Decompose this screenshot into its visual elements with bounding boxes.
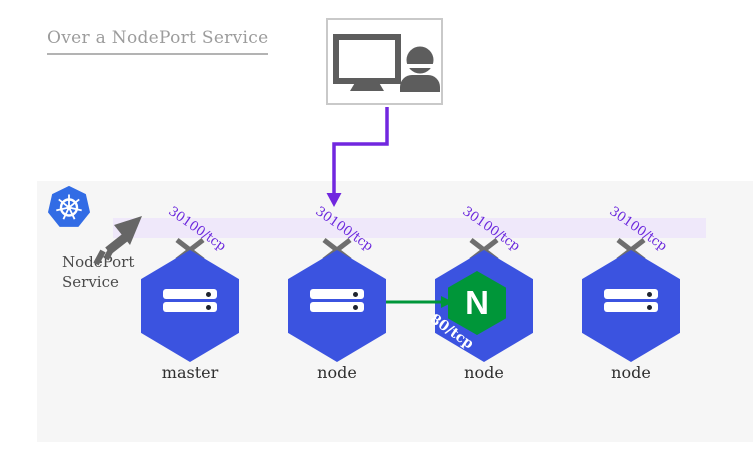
- node-name-node1: node: [317, 363, 357, 382]
- nodeport-service-label-line1: NodePort: [62, 253, 135, 271]
- node-name-node2: node: [464, 363, 504, 382]
- server-icon: [310, 289, 364, 315]
- server-icon: [604, 289, 658, 315]
- nodeport-service-label-line2: Service: [62, 273, 119, 291]
- page-title: Over a NodePort Service: [47, 28, 269, 55]
- kubernetes-logo: [48, 186, 90, 227]
- node-name-master: master: [161, 363, 219, 382]
- nodeport-band: [113, 218, 706, 238]
- nodeport-service-label: NodePort Service: [62, 252, 134, 292]
- node-name-node3: node: [611, 363, 651, 382]
- nginx-letter: N: [465, 283, 489, 321]
- client-box: [326, 18, 443, 105]
- client-workstation-icon: [333, 34, 440, 92]
- server-icon: [163, 289, 217, 315]
